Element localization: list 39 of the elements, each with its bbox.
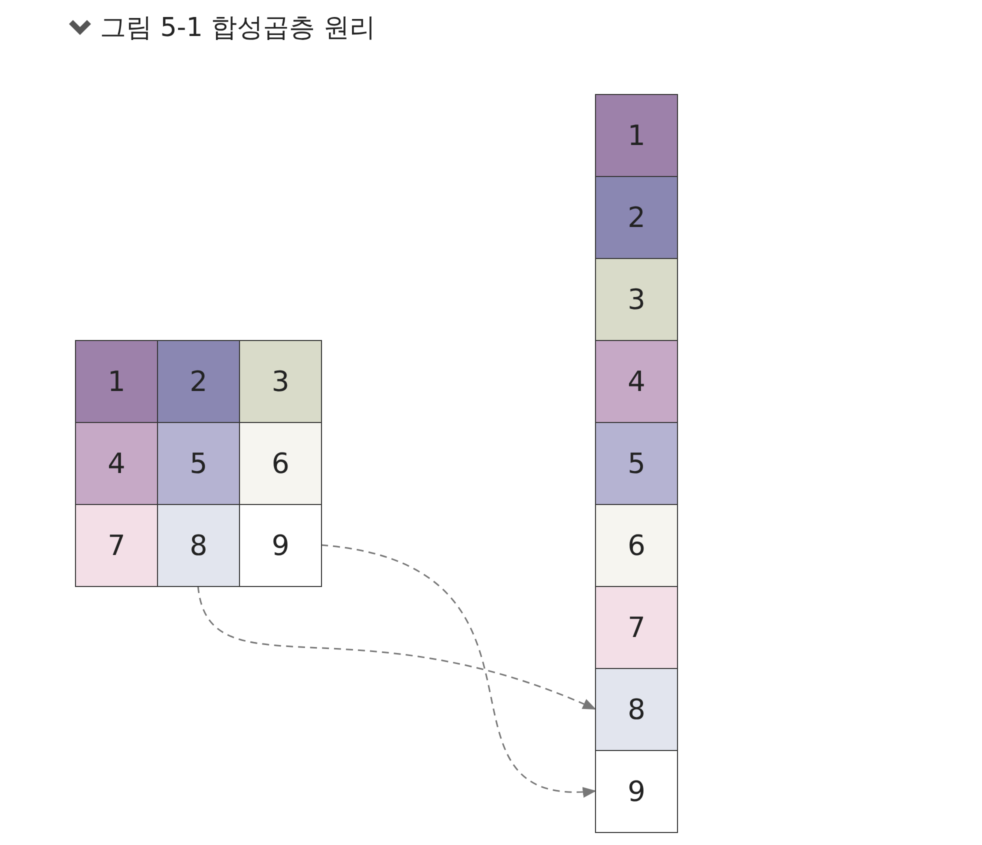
flattened-column-cell bbox=[595, 340, 678, 423]
cell-number: 6 bbox=[628, 529, 646, 562]
cell-number: 9 bbox=[272, 529, 290, 562]
cell-number: 7 bbox=[108, 529, 126, 562]
flattened-column-cell bbox=[595, 94, 678, 177]
input-grid-cell bbox=[157, 504, 240, 587]
cell-number: 5 bbox=[190, 447, 208, 480]
cell-number: 8 bbox=[190, 529, 208, 562]
flattened-column-cell bbox=[595, 586, 678, 669]
input-grid-cell bbox=[75, 422, 158, 505]
input-grid-cell bbox=[239, 422, 322, 505]
cell-number: 7 bbox=[628, 611, 646, 644]
dashed-arrow bbox=[197, 586, 596, 710]
flattened-column-cell bbox=[595, 176, 678, 259]
input-grid-cell bbox=[75, 340, 158, 423]
input-grid-cell bbox=[157, 422, 240, 505]
cell-number: 8 bbox=[628, 693, 646, 726]
cell-number: 1 bbox=[108, 365, 126, 398]
cell-number: 3 bbox=[628, 283, 646, 316]
cell-number: 6 bbox=[272, 447, 290, 480]
flattened-column-cell bbox=[595, 504, 678, 587]
input-grid-cell bbox=[239, 340, 322, 423]
flattened-column-cell bbox=[595, 750, 678, 833]
cell-number: 2 bbox=[190, 365, 208, 398]
cell-number: 3 bbox=[272, 365, 290, 398]
dashed-arrow bbox=[320, 544, 596, 796]
cell-number: 5 bbox=[628, 447, 646, 480]
cell-number: 1 bbox=[628, 119, 646, 152]
cell-number: 4 bbox=[628, 365, 646, 398]
cell-number: 4 bbox=[108, 447, 126, 480]
input-grid-cell bbox=[239, 504, 322, 587]
cell-number: 2 bbox=[628, 201, 646, 234]
cell-number: 9 bbox=[628, 775, 646, 808]
flattened-column-cell bbox=[595, 668, 678, 751]
input-grid-cell bbox=[75, 504, 158, 587]
flattened-column-cell bbox=[595, 258, 678, 341]
flattened-column-cell bbox=[595, 422, 678, 505]
input-grid-cell bbox=[157, 340, 240, 423]
figure-title: 그림 5-1 합성곱층 원리 bbox=[100, 12, 376, 45]
